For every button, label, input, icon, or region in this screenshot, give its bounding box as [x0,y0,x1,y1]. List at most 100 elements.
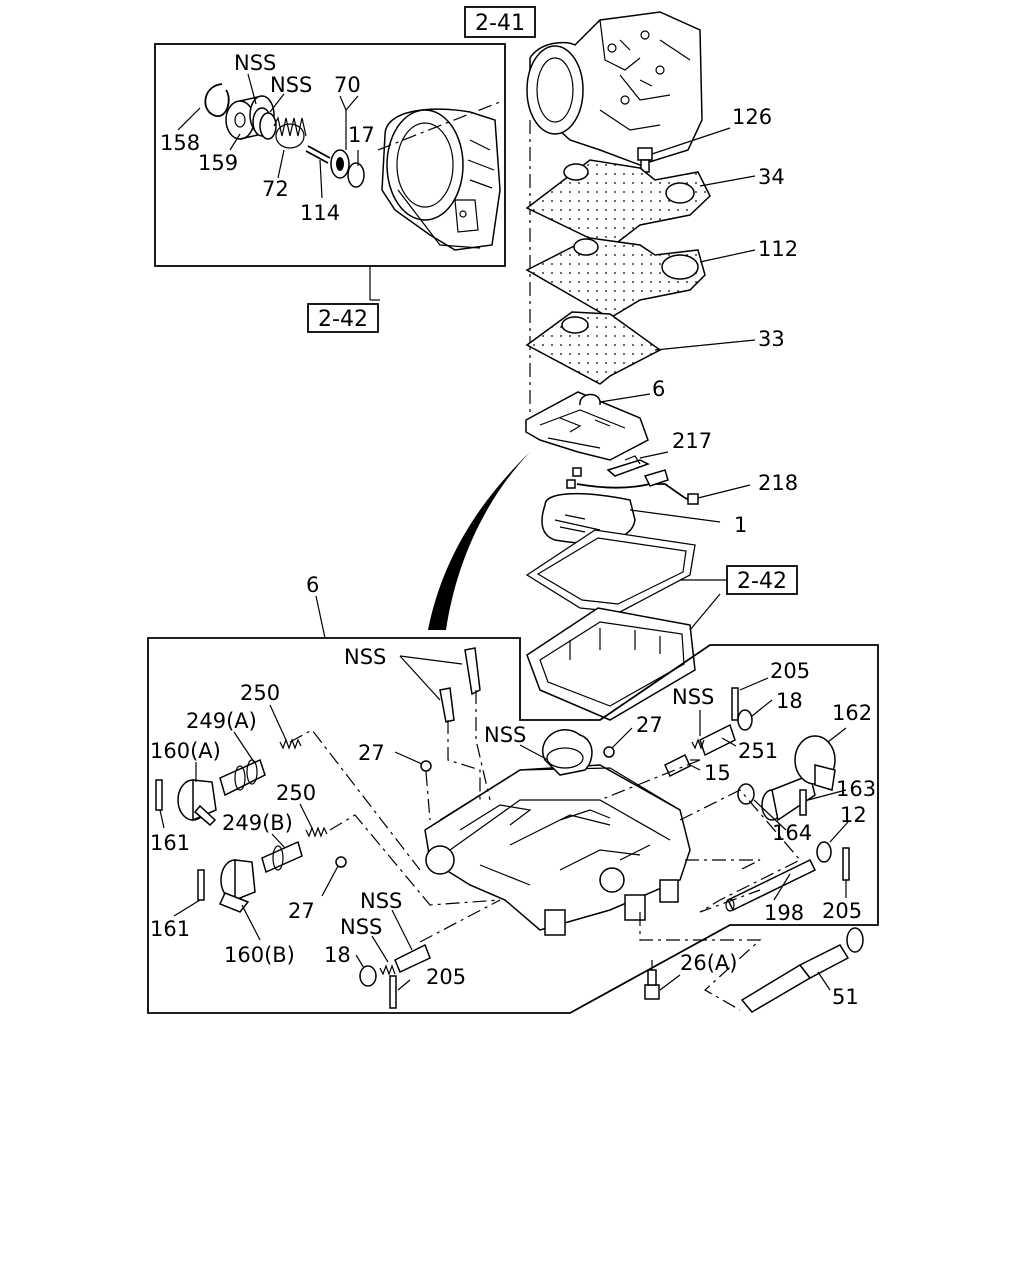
seal-rings-nss [252,107,277,140]
inset-case-housing [381,108,501,251]
label-51: 51 [832,985,859,1009]
label-33: 33 [758,327,785,351]
spring-72 [273,116,307,149]
ref-2-42-inset: 2-42 [318,307,368,332]
valve-body-6 [525,391,651,461]
label-nss-bottom-2: NSS [340,915,382,939]
right-dash-leaders [599,759,801,1011]
pan-gasket [525,529,727,613]
pin-163 [799,789,807,816]
pin-205-bottom [389,975,397,1009]
ref-box-2-42-right: 2-42 [726,565,798,595]
label-70: 70 [334,73,361,97]
inset-leaders [177,73,501,199]
gasket-33 [525,311,756,385]
spring-250b [305,826,328,838]
plug-18-top [737,709,753,731]
label-160a: 160(A) [150,739,221,763]
pin-205-right [842,847,850,881]
label-250-a: 250 [240,681,280,705]
label-205-right: 205 [822,899,862,923]
valve-nss-bottom [379,943,431,976]
label-218: 218 [758,471,798,495]
valve-15 [664,753,700,778]
seal-70 [330,149,365,188]
label-163: 163 [836,777,876,801]
label-18-top: 18 [776,689,803,713]
solenoid-162 [761,735,836,822]
label-nss-inset-1: NSS [234,51,276,75]
plug-18-bottom [359,965,377,987]
label-27-right: 27 [636,713,663,737]
label-1: 1 [734,513,747,537]
label-15: 15 [704,761,731,785]
detail-box-outline [147,595,879,1014]
label-nss-right: NSS [672,685,714,709]
valve-249a [219,758,266,797]
label-6-top: 6 [652,377,665,401]
rod-114 [305,145,331,164]
bracket-164 [737,783,755,805]
label-112: 112 [758,237,798,261]
valve-251 [691,723,736,757]
harness-218 [566,467,751,505]
inset-box [154,43,506,301]
pin-205-top [731,687,739,721]
solenoid-160b [197,859,256,913]
detail-label-leaders [159,677,849,991]
label-6-detail: 6 [306,573,319,597]
label-162: 162 [832,701,872,725]
oil-filter-1 [541,492,721,544]
label-27-left: 27 [358,741,385,765]
label-249b: 249(B) [222,811,293,835]
bracket-217 [606,451,669,477]
left-dash-leaders [289,729,501,943]
label-251: 251 [738,739,778,763]
label-nss-bottom-1: NSS [360,889,402,913]
transmission-case [526,11,703,166]
label-205-bottom: 205 [426,965,466,989]
label-27-lower: 27 [288,899,315,923]
label-18-bottom: 18 [324,943,351,967]
label-72: 72 [262,177,289,201]
label-205-top: 205 [770,659,810,683]
ref-2-41: 2-41 [475,11,525,36]
label-34: 34 [758,165,785,189]
label-164: 164 [772,821,812,845]
label-198: 198 [764,901,804,925]
valve-51 [740,927,864,1013]
label-159: 159 [198,151,238,175]
solenoid-160a [155,779,217,827]
label-nss-cover: NSS [484,723,526,747]
label-114: 114 [300,201,340,225]
label-158: 158 [160,131,200,155]
label-12: 12 [840,803,867,827]
label-nss-clips: NSS [344,645,386,669]
rod-198 [725,859,817,912]
label-161-b: 161 [150,917,190,941]
ref-2-42-right: 2-42 [737,569,787,594]
label-26a: 26(A) [680,951,737,975]
bolt-26a [644,960,660,1000]
plug-12 [816,841,832,863]
label-217: 217 [672,429,712,453]
snap-ring-158 [204,83,230,117]
label-126: 126 [732,105,772,129]
balls-27 [335,746,615,868]
label-160b: 160(B) [224,943,295,967]
label-17: 17 [348,123,375,147]
label-249a: 249(A) [186,709,257,733]
label-161-a: 161 [150,831,190,855]
label-250-b: 250 [276,781,316,805]
gasket-34 [525,159,756,249]
valve-body-detail [424,729,691,936]
detail-arrow [428,452,530,630]
spring-250a [279,738,302,750]
clips-nss [399,647,491,801]
separator-plate-112 [525,237,756,319]
ref-box-2-42-inset: 2-42 [307,303,379,333]
ref-box-2-41: 2-41 [464,6,536,38]
bolt-126 [637,127,731,173]
oil-pan [526,593,721,721]
